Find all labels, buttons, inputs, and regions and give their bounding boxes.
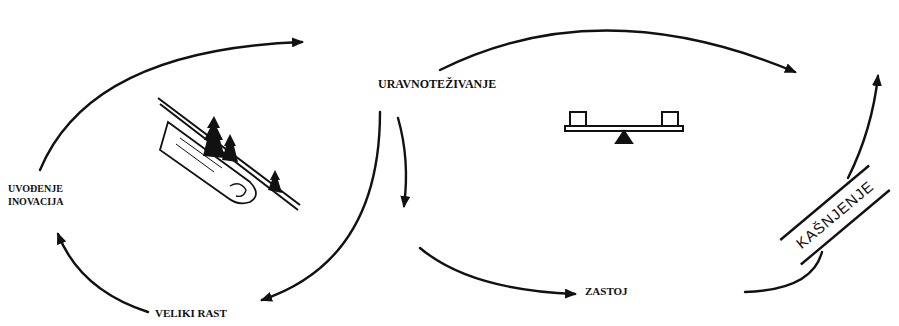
balance-scale [565, 112, 683, 143]
delay-marker [780, 165, 889, 264]
loop-arrow [420, 248, 575, 294]
loop-arrow [40, 42, 302, 170]
balancing-label: URAVNOTEŽIVANJE [378, 77, 496, 93]
loop-arrow [398, 118, 406, 206]
stagnation-label: ZASTOJ [585, 284, 628, 298]
loop-arrow [440, 30, 795, 72]
snowball-slope [158, 98, 300, 210]
loop-arrow [262, 112, 380, 300]
growth-label: VELIKI RAST [155, 306, 227, 320]
trees [203, 116, 282, 193]
loop-arrow [58, 234, 148, 312]
loop-arrow [848, 76, 878, 178]
innovation-label: UVOĐENJE INOVACIJA [8, 182, 82, 208]
delay-label: KAŠNJENJE [792, 177, 878, 253]
